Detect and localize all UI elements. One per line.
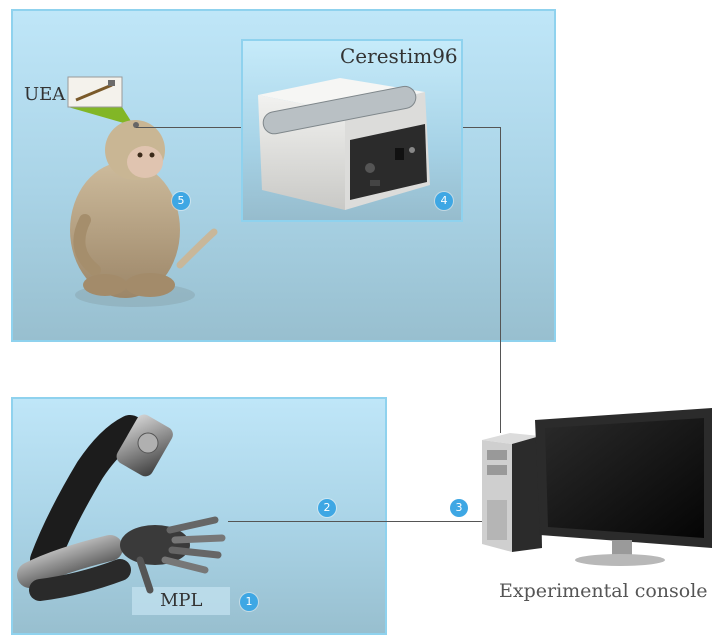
cerestim-device <box>258 78 430 210</box>
macaque-subject <box>70 120 218 307</box>
wire-mpl-console <box>228 521 482 522</box>
wire-stimulator-console-v <box>500 127 501 433</box>
badge-mpl: 1 <box>240 593 258 611</box>
monitor <box>535 408 712 566</box>
mpl-label: MPL <box>160 590 203 611</box>
badge-stimulator: 4 <box>435 192 453 210</box>
badge-link: 2 <box>318 499 336 517</box>
computer-tower <box>482 433 542 552</box>
console-label: Experimental console <box>499 580 708 602</box>
badge-subject: 5 <box>172 192 190 210</box>
mpl-robotic-arm <box>17 414 226 601</box>
wire-uea-stimulator <box>136 127 241 128</box>
uea-label: UEA <box>24 84 66 105</box>
badge-console: 3 <box>450 499 468 517</box>
uea-callout <box>67 76 134 126</box>
cerestim-label: Cerestim96 <box>340 44 458 68</box>
wire-stimulator-console-h <box>463 127 501 128</box>
